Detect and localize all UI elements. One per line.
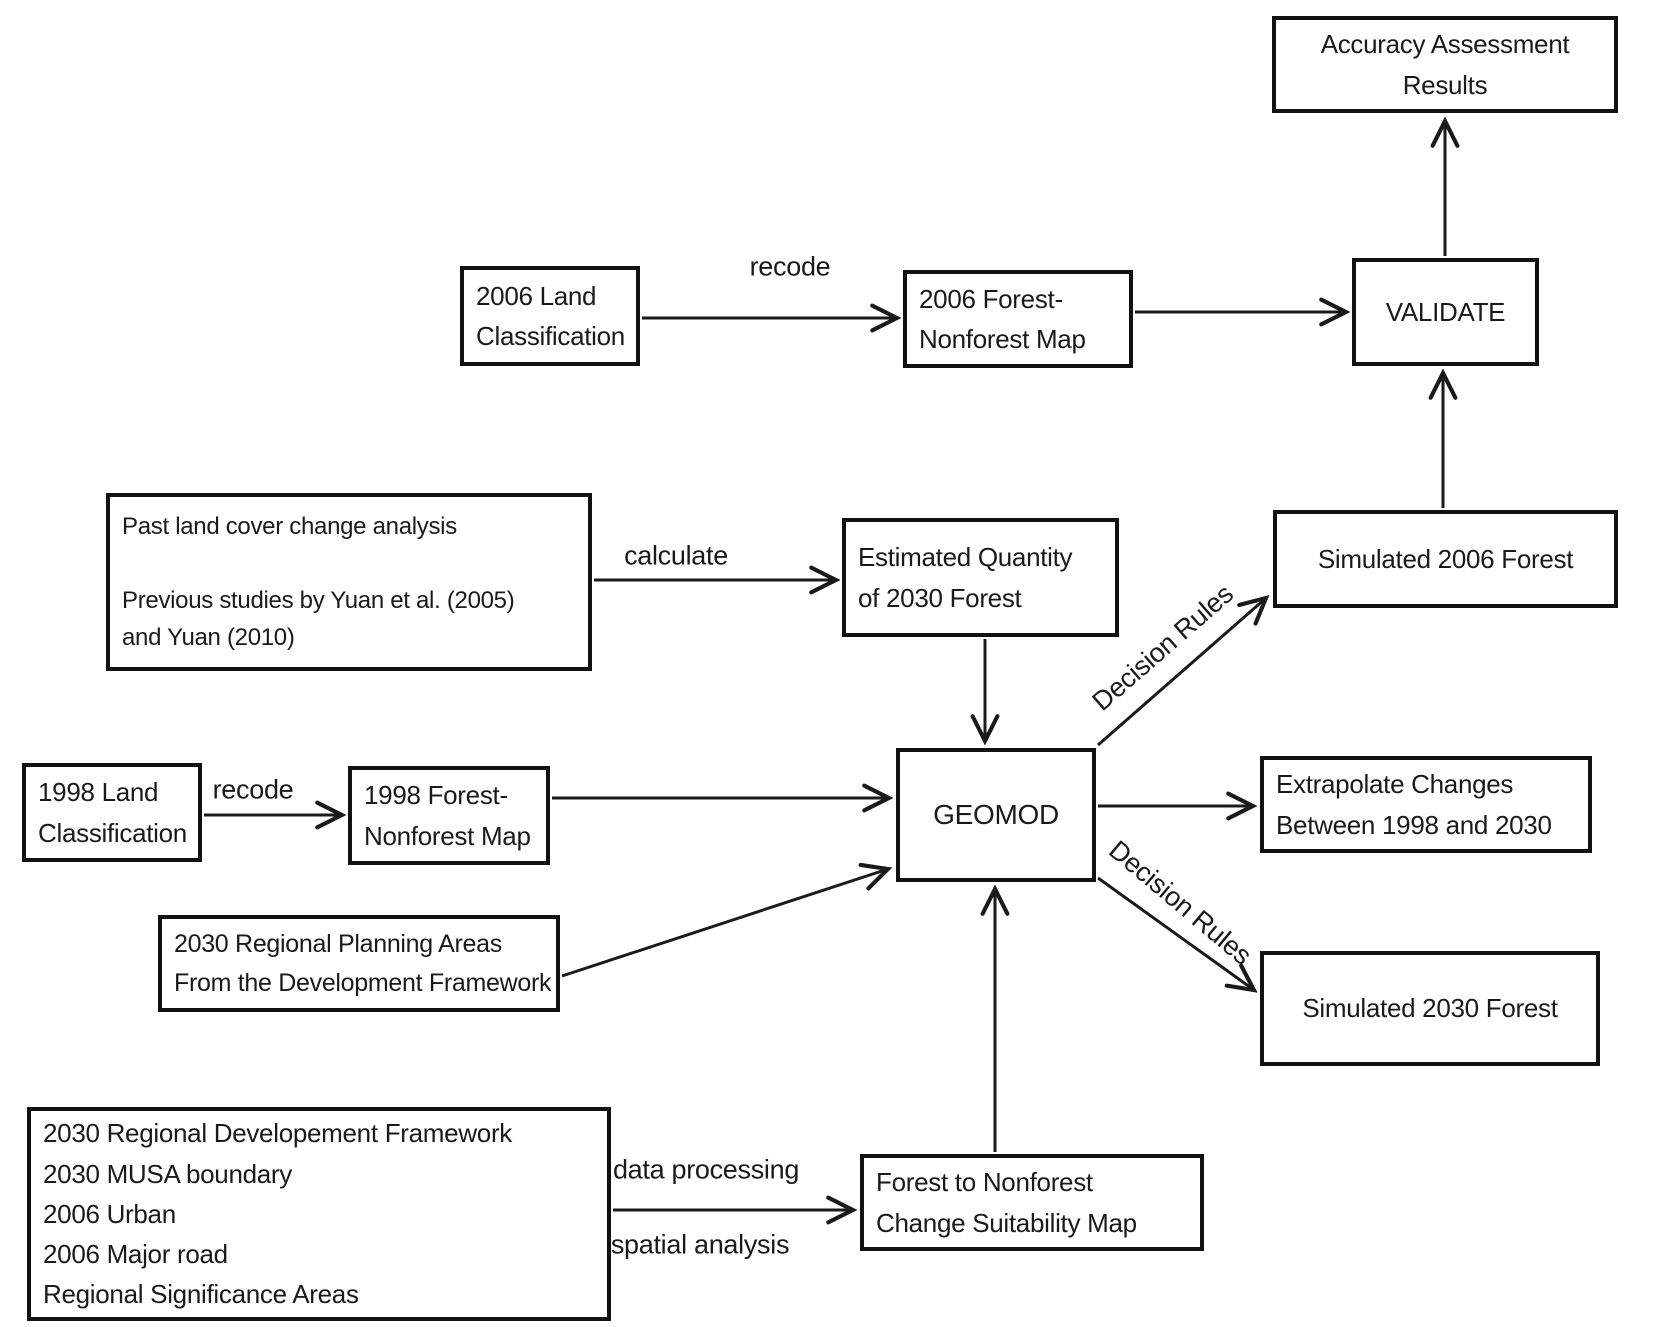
edge-label-calculate: calculate [624,540,728,571]
arrow-planning-to-geomod [561,869,888,978]
node-regional-planning-areas-2030-text: 2030 Regional Planning Areas [174,929,502,958]
node-forest-to-nonforest-suitability-map-text: Forest to Nonforest [876,1167,1093,1198]
node-gis-input-layers-text: 2006 Major road [43,1239,228,1270]
node-estimated-quantity-2030-forest-text: Estimated Quantity [858,542,1073,573]
node-forest-nonforest-map-2006: 2006 Forest- Nonforest Map [903,270,1133,368]
edge-label-recode-1998: recode [212,774,294,805]
node-forest-nonforest-map-1998: 1998 Forest- Nonforest Map [348,766,550,865]
node-past-land-cover-analysis-text: Past land cover change analysis [122,512,457,540]
node-accuracy-assessment-results-text: Accuracy Assessment [1320,29,1570,60]
node-extrapolate-changes-1998-2030-text: Between 1998 and 2030 [1276,809,1552,840]
node-land-classification-1998-text: 1998 Land [38,777,159,808]
node-simulated-2030-forest: Simulated 2030 Forest [1260,951,1600,1066]
node-simulated-2030-forest-text: Simulated 2030 Forest [1302,993,1558,1024]
node-forest-to-nonforest-suitability-map-text: Change Suitability Map [876,1207,1137,1238]
node-validate-text: VALIDATE [1385,296,1506,327]
node-geomod: GEOMOD [896,748,1096,882]
node-validate: VALIDATE [1352,258,1539,366]
node-regional-planning-areas-2030-text: From the Development Framework [174,968,552,997]
edge-label-data-processing: data processing [612,1154,800,1185]
node-simulated-2006-forest-text: Simulated 2006 Forest [1317,543,1574,574]
node-extrapolate-changes-1998-2030-text: Extrapolate Changes [1276,769,1514,800]
node-geomod-text: GEOMOD [933,799,1059,831]
node-forest-nonforest-map-1998-text: Nonforest Map [364,820,531,851]
node-past-land-cover-analysis-text: Previous studies by Yuan et al. (2005) [122,587,515,614]
node-land-classification-2006-text: Classification [476,321,625,351]
node-past-land-cover-analysis-text: and Yuan (2010) [122,624,295,652]
arrow-geomod-to-sim2030 [1097,876,1254,990]
node-gis-input-layers-text: 2030 MUSA boundary [43,1158,292,1189]
node-forest-nonforest-map-2006-text: Nonforest Map [919,324,1086,354]
node-land-classification-1998-text: Classification [38,817,187,848]
node-gis-input-layers-text: 2006 Urban [43,1198,176,1229]
node-forest-nonforest-map-1998-text: 1998 Forest- [364,780,508,811]
node-past-land-cover-analysis-text [122,545,576,582]
node-gis-input-layers: 2030 Regional Developement Framework 2030… [27,1107,611,1321]
edge-label-spatial-analysis: spatial analysis [610,1229,790,1260]
node-estimated-quantity-2030-forest: Estimated Quantity of 2030 Forest [842,518,1119,637]
node-land-classification-2006-text: 2006 Land [476,280,597,311]
node-estimated-quantity-2030-forest-text: of 2030 Forest [858,582,1022,613]
node-accuracy-assessment-results-text: Results [1402,69,1488,100]
node-simulated-2006-forest: Simulated 2006 Forest [1273,510,1618,608]
edge-label-recode-2006: recode [749,251,831,282]
node-gis-input-layers-text: 2030 Regional Developement Framework [43,1118,513,1149]
node-gis-input-layers-text: Regional Significance Areas [43,1279,359,1310]
arrow-geomod-to-sim2006 [1097,598,1266,747]
node-forest-nonforest-map-2006-text: 2006 Forest- [919,283,1063,314]
